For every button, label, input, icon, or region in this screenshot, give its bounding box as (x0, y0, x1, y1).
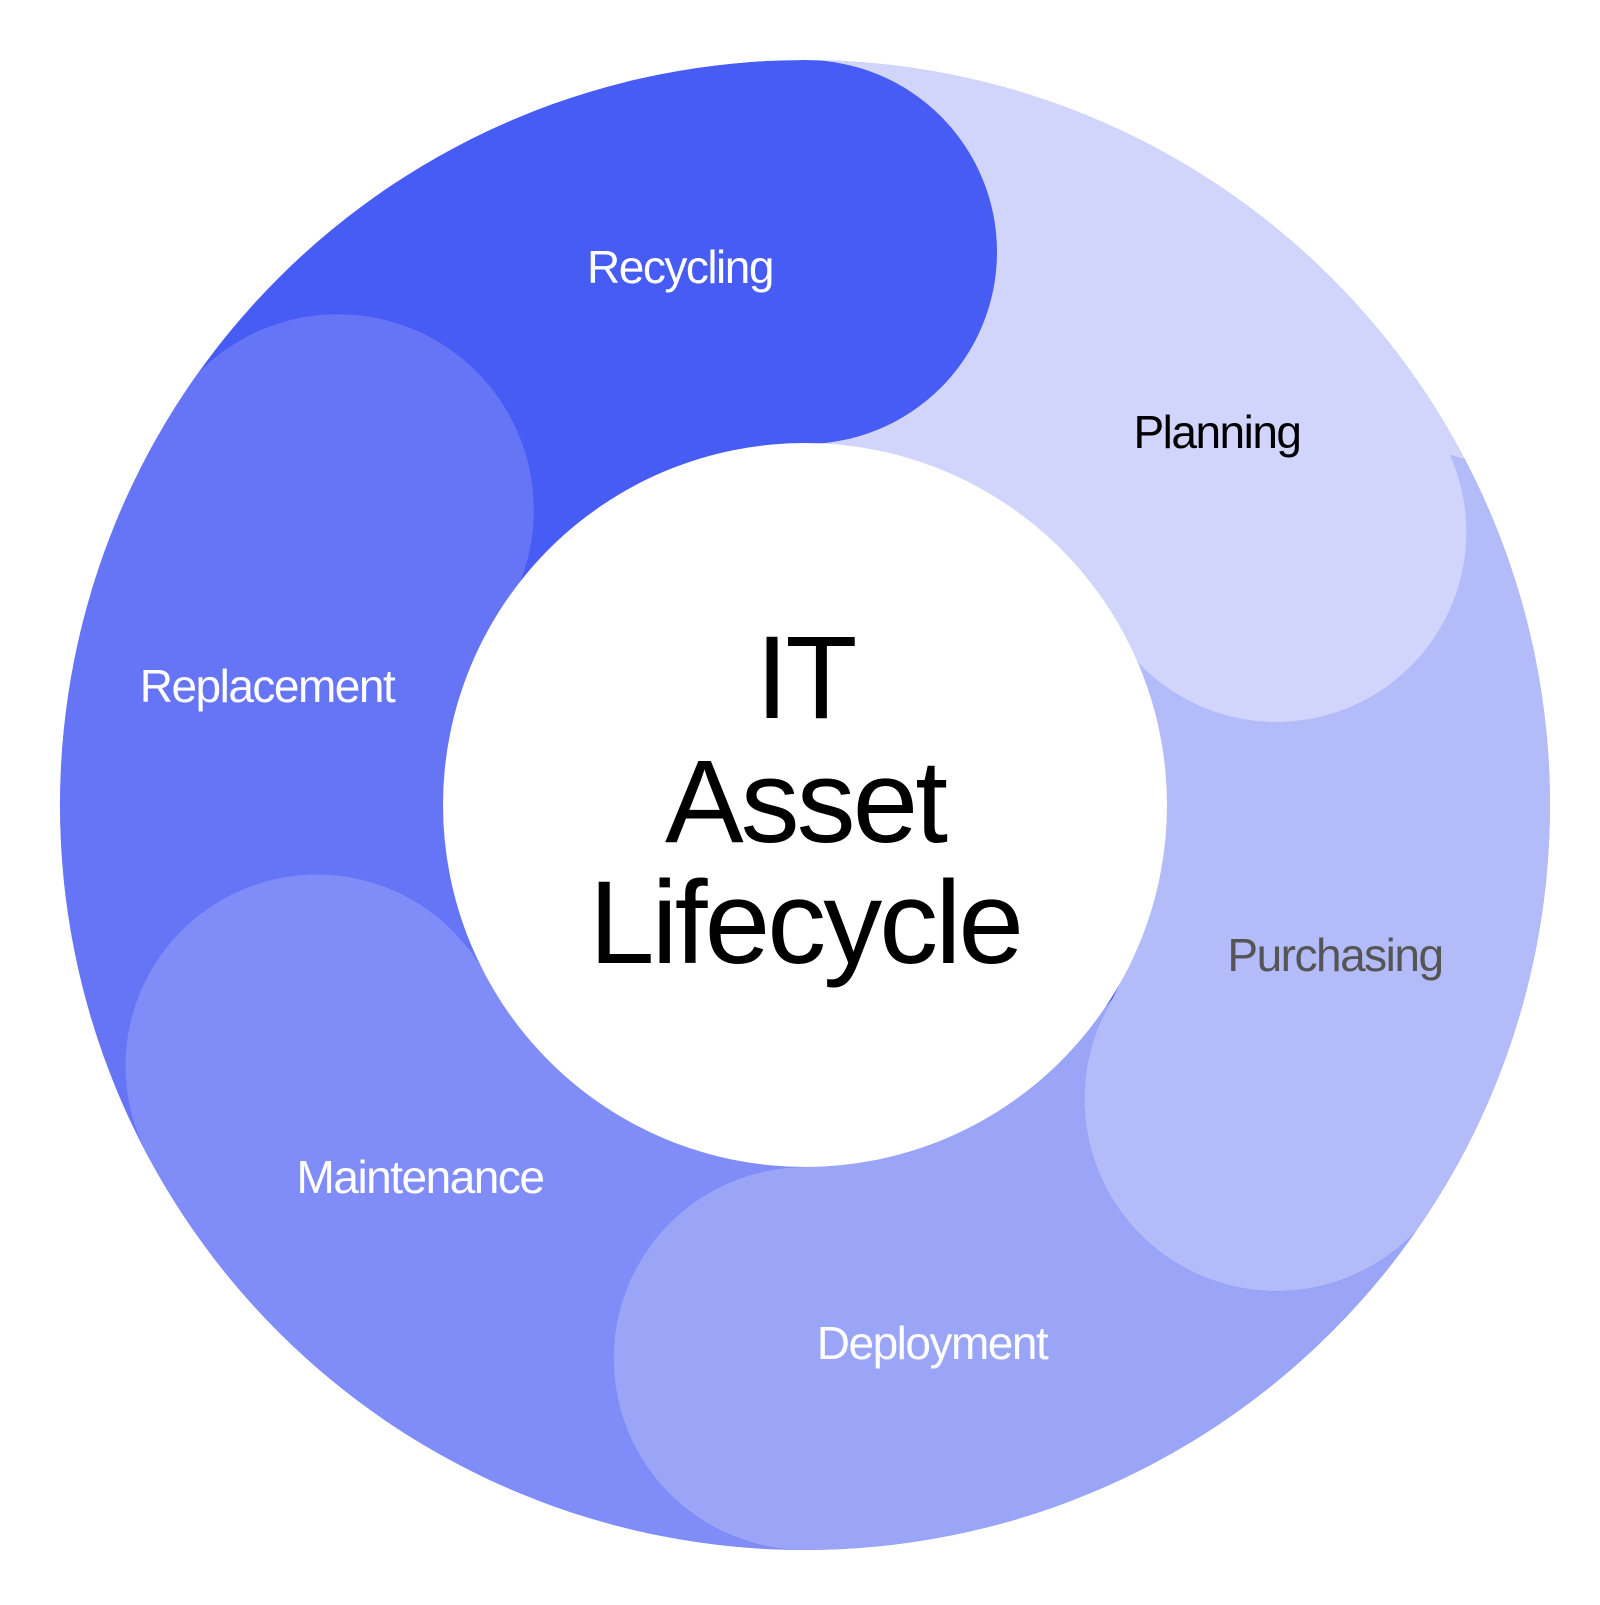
recycling-label: Recycling (587, 241, 773, 293)
center-title-line-1: IT (756, 612, 856, 744)
center-title-line-3: Lifecycle (589, 857, 1021, 989)
planning-label: Planning (1133, 406, 1300, 458)
purchasing-label: Purchasing (1227, 929, 1442, 981)
maintenance-label: Maintenance (297, 1151, 544, 1203)
replacement-label: Replacement (140, 660, 396, 712)
center-title-line-2: Asset (665, 736, 947, 868)
deployment-label: Deployment (817, 1317, 1049, 1369)
